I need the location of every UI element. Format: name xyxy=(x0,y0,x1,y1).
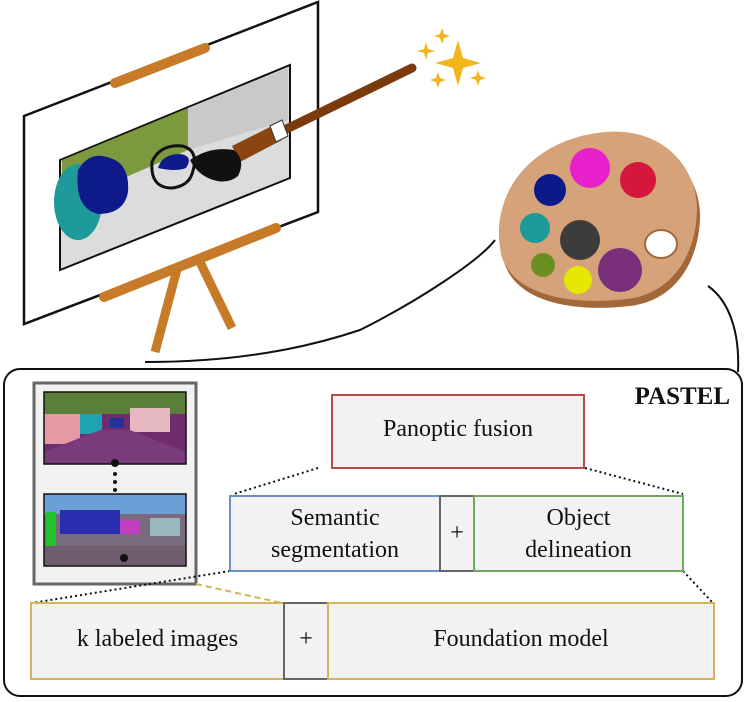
plus-top-box xyxy=(439,495,475,572)
panoptic-fusion-label: Panoptic fusion xyxy=(383,416,533,442)
k-labeled-images-label: k labeled images xyxy=(76,626,239,652)
k-labeled-images-box xyxy=(30,602,285,680)
street-scene-bottom xyxy=(44,494,186,566)
plus-bottom-box xyxy=(283,602,329,680)
panoptic-fusion-box xyxy=(331,394,585,469)
pastel-title: PASTEL xyxy=(634,383,730,410)
foundation-model-label: Foundation model xyxy=(433,626,609,652)
street-scene-top xyxy=(44,392,186,464)
object-delineation-box xyxy=(473,495,684,572)
easel-icon xyxy=(22,0,320,354)
sparkles-icon xyxy=(417,28,486,88)
foundation-model-box xyxy=(327,602,715,680)
sample-images-panel xyxy=(32,381,198,586)
plus-bottom-label: + xyxy=(299,626,313,652)
object-delineation-label: Object delineation xyxy=(525,505,632,563)
plus-top-label: + xyxy=(450,520,464,546)
semantic-segmentation-label: Semantic segmentation xyxy=(271,505,399,563)
paintbrush-icon xyxy=(190,63,417,182)
palette-icon xyxy=(498,131,700,308)
